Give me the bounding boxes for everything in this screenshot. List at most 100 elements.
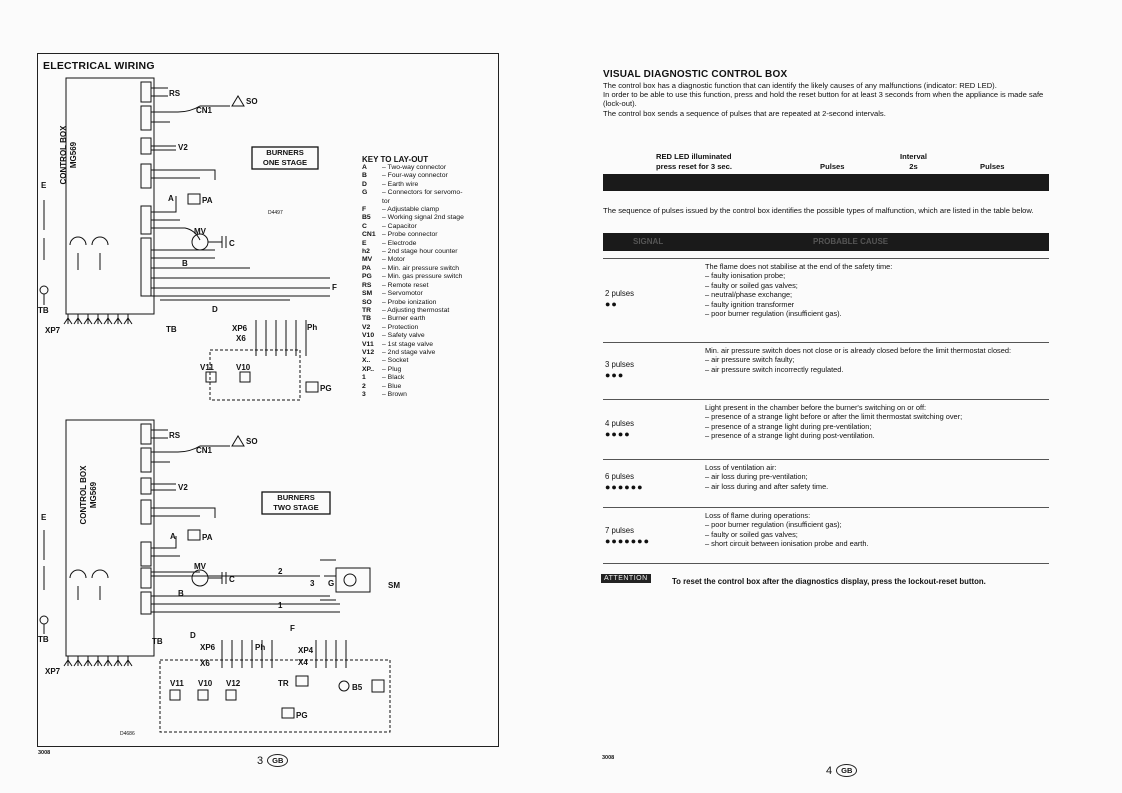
key-desc: – Blue bbox=[382, 382, 402, 390]
key-code: TR bbox=[362, 306, 372, 314]
key-code: G bbox=[362, 189, 368, 197]
page-frame bbox=[37, 53, 499, 747]
pulse-dots: ●●●●●●● bbox=[605, 536, 651, 546]
label-a: A bbox=[168, 194, 174, 203]
label-g: G bbox=[328, 579, 334, 588]
key-code: V11 bbox=[362, 340, 374, 348]
pulse-count: 3 pulses bbox=[605, 360, 635, 369]
label-mv: MV bbox=[194, 227, 207, 236]
key-desc: – Remote reset bbox=[382, 281, 429, 289]
cause-line: – faulty or soiled gas valves; bbox=[705, 529, 798, 539]
key-code: C bbox=[362, 222, 367, 230]
key-row: RS – Remote reset bbox=[362, 282, 497, 290]
cause-line: – air pressure switch incorrectly regula… bbox=[705, 364, 844, 374]
key-desc: – Connectors for servomo- bbox=[382, 189, 463, 197]
label-pa-2: PA bbox=[202, 533, 213, 542]
label-rs: RS bbox=[169, 89, 181, 98]
attention-text: To reset the control box after the diagn… bbox=[672, 577, 986, 586]
label-xp6: XP6 bbox=[232, 324, 248, 333]
lang-badge: GB bbox=[267, 754, 289, 767]
label-c: C bbox=[229, 239, 235, 248]
key-desc: – Safety valve bbox=[382, 332, 425, 340]
key-code: D bbox=[362, 180, 367, 188]
label-tr: TR bbox=[278, 679, 289, 688]
cause-line: – air loss during pre-ventilation; bbox=[705, 472, 808, 482]
cause-line: – air pressure switch faulty; bbox=[705, 355, 795, 365]
cause-line: Loss of ventilation air: bbox=[705, 463, 777, 472]
red-led-label: RED LED illuminated bbox=[656, 152, 732, 161]
key-desc: – Four-way connector bbox=[382, 172, 448, 180]
cause-text: Light present in the chamber before the … bbox=[705, 403, 1049, 441]
key-code: PG bbox=[362, 273, 372, 281]
label-x4: X4 bbox=[298, 658, 308, 667]
key-code: 3 bbox=[362, 390, 366, 398]
key-desc: – Min. air pressure switch bbox=[382, 264, 460, 272]
label-b-2: B bbox=[178, 589, 184, 598]
key-row: X..– Socket bbox=[362, 357, 497, 365]
table-header-cause: PROBABLE CAUSE bbox=[813, 237, 889, 246]
key-row: XP..– Plug bbox=[362, 366, 497, 374]
key-row: F– Adjustable clamp bbox=[362, 206, 497, 214]
pulse-count: 6 pulses bbox=[605, 472, 635, 481]
cause-text: Loss of ventilation air:– air loss durin… bbox=[705, 463, 1049, 491]
label-wire-3: 3 bbox=[310, 579, 315, 588]
key-row: E– Electrode bbox=[362, 240, 497, 248]
key-code: 1 bbox=[362, 374, 366, 382]
key-desc: – Brown bbox=[382, 390, 407, 398]
key-row: PA – Min. air pressure switch bbox=[362, 265, 497, 273]
page-number: 3 GB bbox=[257, 754, 289, 767]
key-row: PG – Min. gas pressure switch bbox=[362, 273, 497, 281]
intro-line-3: The control box sends a sequence of puls… bbox=[603, 108, 886, 118]
key-code: V12 bbox=[362, 348, 375, 356]
key-row: TB– Burner earth bbox=[362, 315, 497, 323]
key-code: PA bbox=[362, 264, 371, 272]
key-desc: – 2nd stage valve bbox=[382, 348, 436, 356]
key-row: TR – Adjusting thermostat bbox=[362, 307, 497, 315]
key-row: B5– Working signal 2nd stage bbox=[362, 214, 497, 222]
key-code: X.. bbox=[362, 357, 371, 365]
interval-label: Interval 2s bbox=[900, 152, 927, 171]
key-desc: – Capacitor bbox=[382, 222, 417, 230]
key-desc: – Protection bbox=[382, 323, 419, 331]
label-tb-3: TB bbox=[152, 637, 163, 646]
label-mv-2: MV bbox=[194, 562, 207, 571]
key-code: B bbox=[362, 172, 367, 180]
key-code: h2 bbox=[362, 248, 370, 256]
key-desc: – Two-way connector bbox=[382, 164, 447, 171]
cause-line: – faulty or soiled gas valves; bbox=[705, 280, 798, 290]
key-code: V2 bbox=[362, 323, 371, 331]
key-desc: – Adjustable clamp bbox=[382, 206, 440, 214]
key-row: B – Four-way connector bbox=[362, 172, 497, 180]
pulse-count: 4 pulses bbox=[605, 419, 635, 428]
key-row: 3 – Brown bbox=[362, 391, 497, 399]
key-desc: – Adjusting thermostat bbox=[382, 306, 450, 314]
interval-value: 2s bbox=[909, 161, 918, 171]
key-desc: – Min. gas pressure switch bbox=[382, 273, 463, 281]
cause-line: – neutral/phase exchange; bbox=[705, 290, 793, 300]
label-sm: SM bbox=[388, 581, 400, 590]
key-code: B5 bbox=[362, 214, 371, 222]
key-desc: – Servomotor bbox=[382, 290, 423, 298]
attention-badge: ATTENTION bbox=[601, 574, 651, 583]
key-desc: tor bbox=[382, 197, 390, 205]
key-code: RS bbox=[362, 281, 372, 289]
pulse-count: 2 pulses bbox=[605, 289, 635, 298]
label-tb: TB bbox=[38, 306, 49, 315]
key-row: 2– Blue bbox=[362, 383, 497, 391]
cause-line: – presence of a strange light before or … bbox=[705, 412, 963, 422]
pulse-dots: ●● bbox=[605, 299, 618, 309]
label-pg-2: PG bbox=[296, 711, 308, 720]
key-desc: – Earth wire bbox=[382, 180, 419, 188]
label-xp6-2: XP6 bbox=[200, 643, 216, 652]
label-b: B bbox=[182, 259, 188, 268]
diagnostic-row: 2 pulses●●The flame does not stabilise a… bbox=[603, 258, 1049, 339]
key-code: XP.. bbox=[362, 365, 374, 373]
pulse-dots: ●●● bbox=[605, 370, 625, 380]
drawing-code-bottom: D4686 bbox=[120, 731, 135, 737]
key-code: TB bbox=[362, 315, 372, 323]
label-v11-2: V11 bbox=[170, 679, 184, 688]
label-wire-1: 1 bbox=[278, 601, 283, 610]
label-b5: B5 bbox=[352, 683, 363, 692]
key-row: MV– Motor bbox=[362, 256, 497, 264]
